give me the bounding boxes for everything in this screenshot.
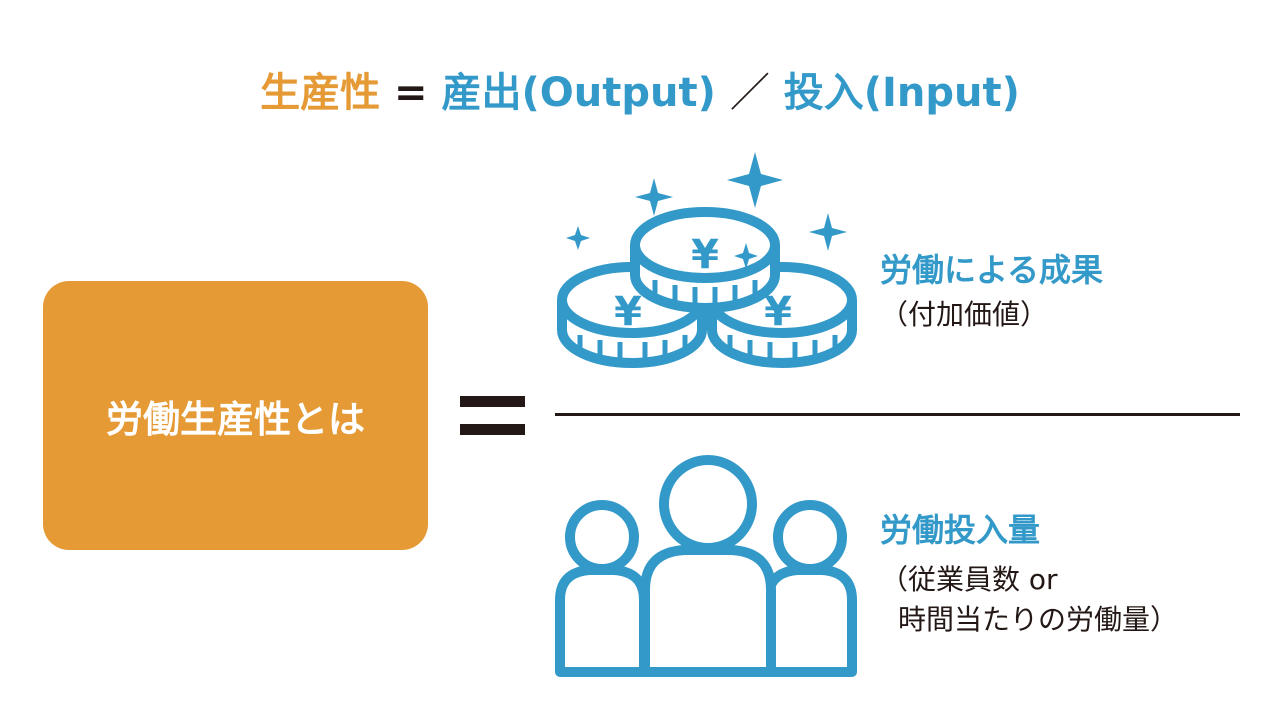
svg-text:¥: ¥ [764, 289, 792, 335]
numerator-label: 労働による成果 [880, 251, 1104, 289]
labor-productivity-label: 労働生産性とは [106, 397, 365, 441]
numerator-sub: （付加価値） [880, 298, 1049, 331]
output-word: 産出(Output) [441, 70, 716, 116]
productivity-word: 生産性 [260, 70, 381, 116]
svg-text:¥: ¥ [614, 289, 642, 335]
formula-title: 生産性 = 産出(Output) ／ 投入(Input) [0, 60, 1280, 118]
fraction-line [555, 413, 1240, 416]
denominator-sub-2: 時間当たりの労働量） [898, 603, 1179, 636]
denominator-sub-1: （従業員数 or [880, 563, 1058, 596]
equals-word: = [394, 70, 428, 116]
divide-slash: ／ [729, 70, 770, 116]
equals-sign [460, 396, 525, 436]
input-word: 投入(Input) [783, 70, 1020, 116]
denominator-label: 労働投入量 [880, 511, 1041, 549]
labor-productivity-box: 労働生産性とは [43, 281, 428, 550]
svg-text:¥: ¥ [691, 232, 719, 278]
